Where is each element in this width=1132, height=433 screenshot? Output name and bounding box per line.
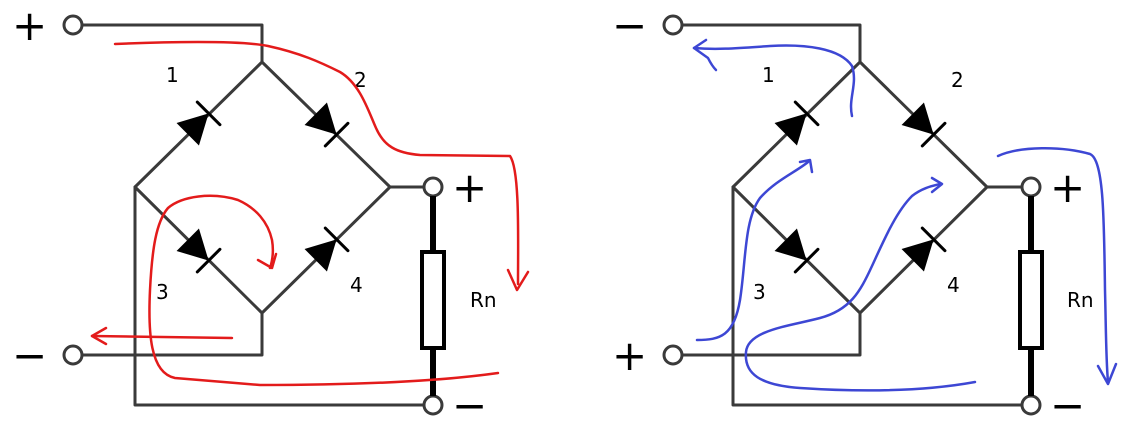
- right-blue-arrowhead-1: [692, 38, 718, 72]
- left-red-arrowhead-exit: [90, 326, 108, 346]
- right-terminal-output-minus: [1020, 394, 1042, 416]
- right-blue-arrowhead-3: [930, 176, 944, 194]
- right-label-diode-1: 1: [762, 63, 775, 87]
- left-terminal-top: [62, 14, 84, 36]
- left-wire-bottom-input: [81, 311, 264, 357]
- left-current-path-red: [90, 40, 530, 387]
- right-blue-path-2: [695, 160, 810, 342]
- right-terminal-top: [662, 14, 684, 36]
- left-label-diode-1: 1: [166, 63, 179, 87]
- left-sign-output-minus: −: [452, 381, 487, 430]
- right-resistor: [1018, 250, 1044, 350]
- left-red-path-exit: [90, 334, 234, 340]
- left-resistor: [420, 250, 446, 350]
- left-diode-1: [176, 100, 222, 146]
- right-terminal-output-plus: [1020, 176, 1042, 198]
- left-label-diode-4: 4: [350, 273, 363, 297]
- right-diode-3: [774, 228, 820, 274]
- left-diode-2: [304, 102, 350, 148]
- left-terminal-output-minus: [422, 394, 444, 416]
- right-current-path-blue: [692, 38, 1118, 392]
- right-wire-return: [731, 185, 1023, 407]
- right-label-resistor: Rn: [1067, 288, 1094, 312]
- left-diode-4: [304, 226, 350, 272]
- left-red-path-return: [148, 194, 500, 387]
- left-sign-top: +: [12, 1, 47, 50]
- left-label-diode-3: 3: [156, 280, 169, 304]
- right-diode-1: [774, 100, 820, 146]
- left-wire-return: [133, 185, 425, 407]
- left-sign-output-plus: +: [452, 163, 487, 212]
- left-circuit: + − + − 1 2 3 4 Rn: [12, 1, 530, 430]
- left-red-path-main: [113, 40, 520, 286]
- right-wire-bottom-input: [681, 311, 862, 357]
- right-sign-output-minus: −: [1050, 381, 1085, 430]
- left-sign-bottom: −: [12, 331, 47, 380]
- left-label-diode-2: 2: [354, 68, 367, 92]
- left-red-arrowhead-right: [506, 268, 530, 292]
- left-wire-top-input: [81, 23, 264, 64]
- right-sign-top: −: [612, 1, 647, 50]
- right-blue-path-1: [692, 44, 856, 118]
- right-bridge-diamond: [731, 60, 989, 315]
- left-diode-3: [176, 228, 222, 274]
- right-sign-bottom: +: [612, 331, 647, 380]
- right-sign-output-plus: +: [1050, 163, 1085, 212]
- right-wire-top-input: [681, 23, 862, 64]
- right-label-diode-3: 3: [753, 280, 766, 304]
- right-blue-arrowhead-2: [798, 158, 814, 174]
- right-circuit: − + + − 1 2 3 4 Rn: [612, 1, 1118, 430]
- right-label-diode-4: 4: [947, 273, 960, 297]
- left-terminal-output-plus: [422, 176, 444, 198]
- right-diode-4: [901, 226, 947, 272]
- right-blue-arrowhead-4: [1096, 362, 1118, 386]
- left-terminal-bottom: [62, 344, 84, 366]
- right-blue-path-3: [744, 182, 977, 392]
- left-red-arrowhead-center: [256, 252, 278, 270]
- left-bridge-diamond: [133, 60, 392, 315]
- right-label-diode-2: 2: [951, 68, 964, 92]
- left-label-resistor: Rn: [470, 288, 497, 312]
- right-diode-2: [901, 102, 947, 148]
- right-blue-path-4: [996, 147, 1110, 384]
- right-terminal-bottom: [662, 344, 684, 366]
